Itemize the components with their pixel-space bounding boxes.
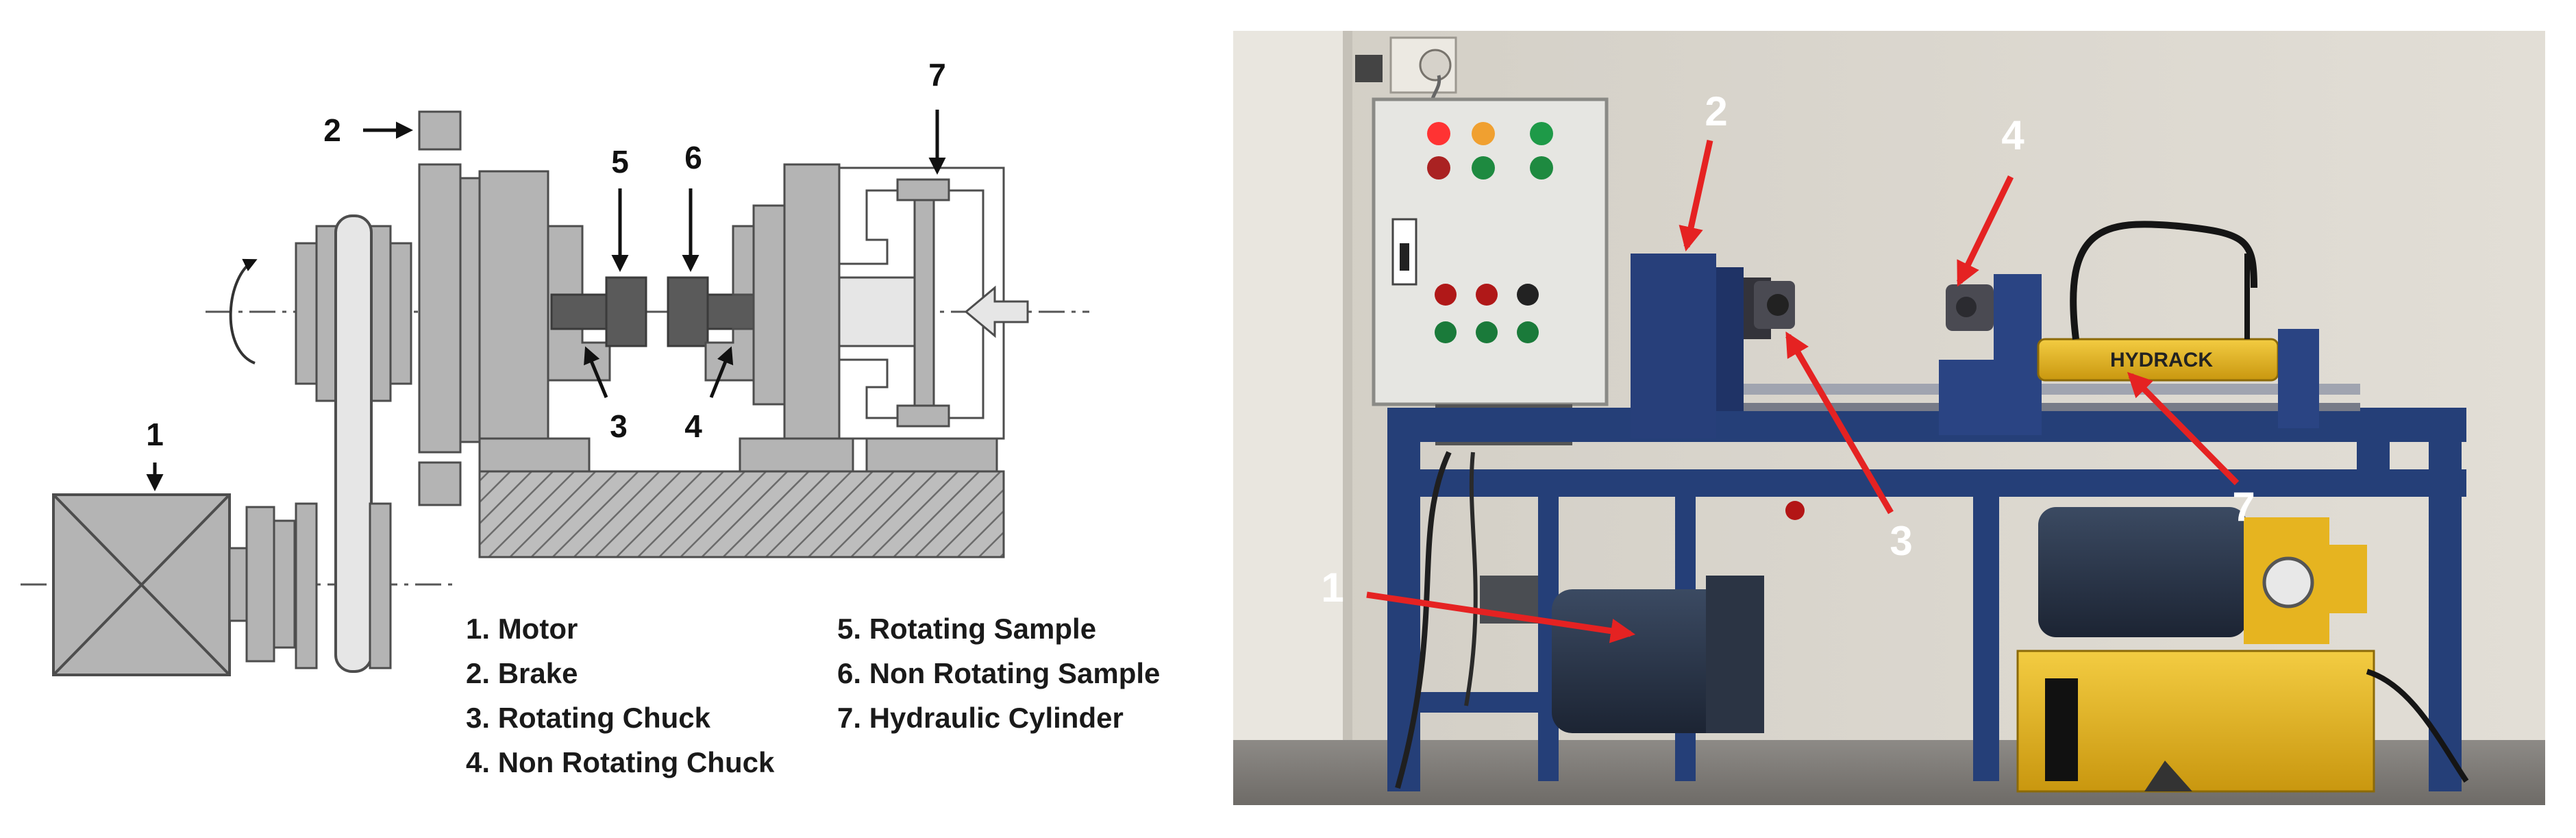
diagram-callout-labels: 1 2 5 6 7 3 4 [146, 57, 946, 452]
photo-label-1: 1 [1321, 565, 1343, 611]
control-box [1372, 97, 1609, 445]
legend-item-1: 1. Motor [466, 613, 578, 645]
photo-callout-labels: 1 2 3 4 7 [1321, 88, 2255, 611]
schematic-diagram [21, 110, 1089, 676]
hydraulic-cylinder [838, 167, 1029, 473]
legend-item-2: 2. Brake [466, 657, 578, 689]
legend-item-6: 6. Non Rotating Sample [837, 657, 1160, 689]
photo-rotating-chuck [1754, 281, 1795, 329]
diagram-label-4: 4 [684, 408, 702, 444]
rotating-sample [550, 276, 647, 347]
photo-non-rotating-chuck [1939, 274, 2042, 435]
diagram-label-7: 7 [928, 57, 946, 93]
photo-arrow-2 [1679, 140, 1713, 252]
photo-arrow-1 [1366, 591, 1636, 643]
diagram-label-5: 5 [611, 144, 629, 180]
diagram-label-1: 1 [146, 417, 164, 452]
rotation-arrow [229, 258, 258, 365]
spindle-housing [1631, 254, 1771, 439]
spindle [418, 163, 591, 473]
legend-item-4: 4. Non Rotating Chuck [466, 746, 775, 778]
belt-drive [295, 214, 412, 673]
photo-callout-arrows [1366, 140, 2240, 643]
non-rotating-chuck [704, 163, 854, 473]
hydraulic-power-unit [2016, 507, 2469, 793]
diagram-label-6: 6 [684, 140, 702, 175]
photo-label-3: 3 [1890, 518, 1912, 564]
diagram-label-3: 3 [610, 408, 628, 444]
diagram-label-2: 2 [323, 112, 341, 148]
machine-bed [478, 470, 1005, 558]
motor [52, 493, 296, 676]
photo-label-7: 7 [2232, 484, 2255, 530]
guide-rails [1744, 384, 2360, 411]
photo-hydraulic-cylinder: HYDRACK [2037, 221, 2319, 428]
photo-motor [1480, 501, 1805, 733]
photo-label-4: 4 [2001, 112, 2024, 158]
brake [418, 110, 462, 506]
legend-item-5: 5. Rotating Sample [837, 613, 1096, 645]
photo-arrow-7 [2127, 371, 2240, 486]
cable [1395, 451, 1452, 789]
legend: 1. Motor 2. Brake 3. Rotating Chuck 4. N… [466, 613, 1160, 778]
cable-2 [1464, 452, 1478, 706]
photo-label-2: 2 [1705, 88, 1727, 134]
callout-arrow-4 [709, 346, 734, 398]
cylinder-brand-text: HYDRACK [2110, 349, 2213, 371]
machine-photo: HYDRACK [1233, 31, 2545, 805]
legend-item-3: 3. Rotating Chuck [466, 702, 711, 734]
photo-arrow-4 [1956, 175, 2014, 287]
wall-socket [1355, 36, 1457, 110]
photo-arrow-3 [1785, 331, 1894, 515]
callout-arrow-3 [584, 346, 608, 398]
legend-item-7: 7. Hydraulic Cylinder [837, 702, 1124, 734]
